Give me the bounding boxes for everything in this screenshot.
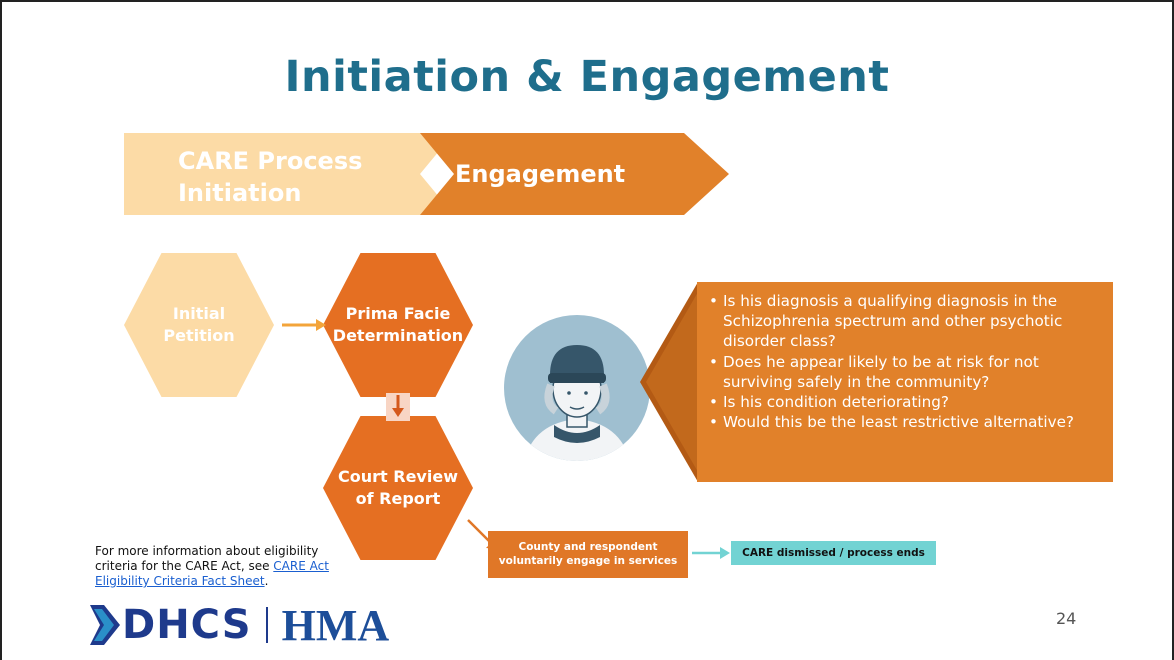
step-initial-petition-line2: Petition — [163, 326, 235, 345]
speech-callout-pointer — [640, 282, 698, 482]
question-item: Does he appear likely to be at risk for … — [709, 352, 1103, 392]
dismissed-box: CARE dismissed / process ends — [731, 541, 936, 565]
phase-engagement-label: Engagement — [455, 160, 626, 188]
question-item: Is his diagnosis a qualifying diagnosis … — [709, 291, 1103, 352]
arrow-teal-icon — [692, 547, 730, 559]
fact-sheet-link[interactable]: CARE Act Eligibility Criteria Fact Sheet — [95, 559, 329, 588]
step-prima-facie-line2: Determination — [332, 326, 464, 345]
phase-initiation-line2: Initiation — [178, 179, 302, 207]
info-suffix: . — [264, 574, 269, 588]
outcome-engage-line2: voluntarily engage in services — [498, 554, 678, 567]
hma-logo: HMA — [281, 600, 390, 650]
step-court-review-line1: Court Review — [338, 467, 458, 487]
phase-initiation: CARE Process Initiation — [124, 133, 424, 215]
phase-engagement-shape — [420, 133, 729, 215]
info-note: For more information about eligibility c… — [95, 544, 360, 589]
question-item: Is his condition deteriorating? — [709, 392, 1103, 412]
step-initial-petition-line1: Initial — [172, 304, 226, 324]
dhcs-logo-mark-icon — [90, 605, 120, 645]
phase-chevrons — [124, 133, 729, 215]
slide-title: Initiation & Engagement — [284, 52, 890, 102]
page-number: 24 — [1056, 609, 1077, 628]
logo-divider — [265, 607, 268, 643]
arrow-down-icon — [386, 393, 410, 421]
phase-initiation-line1: CARE Process — [178, 147, 363, 175]
dhcs-logo: DHCS — [122, 602, 252, 648]
phase-initiation-shape — [124, 133, 454, 215]
arrow-right-icon — [282, 319, 326, 331]
eligibility-questions: Is his diagnosis a qualifying diagnosis … — [697, 282, 1113, 482]
person-avatar-icon — [504, 315, 650, 461]
phase-engagement: Engagement — [455, 133, 705, 215]
info-text: For more information about eligibility c… — [95, 544, 319, 573]
step-court-review-line2: of Report — [355, 489, 441, 508]
footer-logos: DHCS HMA — [90, 600, 389, 650]
step-court-review: Court Review of Report — [323, 416, 473, 560]
outcome-engage-line1: County and respondent — [518, 540, 658, 553]
step-prima-facie-line1: Prima Facie — [345, 304, 451, 324]
question-item: Would this be the least restrictive alte… — [709, 412, 1103, 432]
